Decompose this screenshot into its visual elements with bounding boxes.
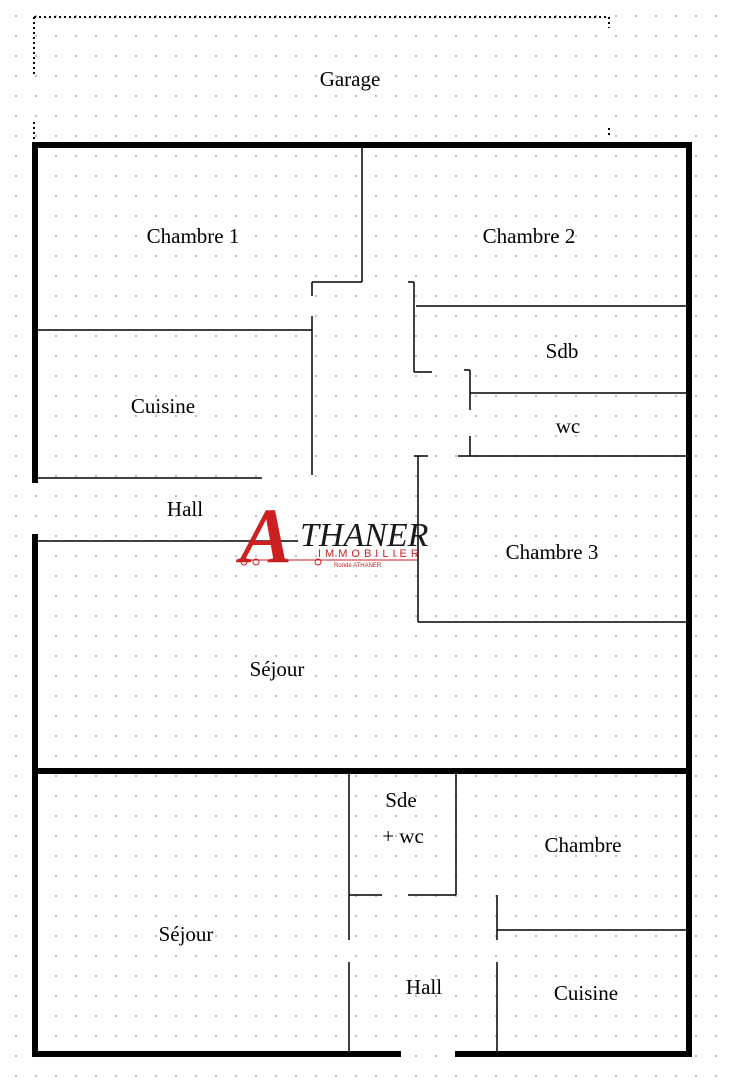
interior-walls	[38, 145, 686, 1051]
label-cuisine-lower: Cuisine	[554, 981, 618, 1005]
label-sde-wc: + wc	[382, 824, 424, 848]
label-cuisine-upper: Cuisine	[131, 394, 195, 418]
label-sdb: Sdb	[546, 339, 579, 363]
label-hall-upper: Hall	[167, 497, 203, 521]
label-sejour-lower: Séjour	[159, 922, 214, 946]
logo-dot-icon	[314, 558, 322, 566]
label-sejour-upper: Séjour	[250, 657, 305, 681]
logo-dot-icon	[252, 558, 260, 566]
athaner-logo: A THANER IMMOBILIER Ronde ATHANER	[235, 492, 429, 579]
label-chambre-3: Chambre 3	[506, 540, 599, 564]
logo-dot-icon	[240, 558, 248, 566]
label-chambre-lower: Chambre	[545, 833, 622, 857]
logo-tagline: IMMOBILIER	[318, 548, 423, 560]
garage-outline	[33, 16, 610, 142]
logo-small-text: Ronde ATHANER	[334, 563, 382, 569]
logo-wordmark: THANER	[300, 517, 429, 554]
logo-initial: A	[235, 492, 292, 579]
label-sde: Sde	[385, 788, 417, 812]
label-chambre-2: Chambre 2	[483, 224, 576, 248]
label-garage: Garage	[320, 67, 381, 91]
label-chambre-1: Chambre 1	[147, 224, 240, 248]
label-hall-lower: Hall	[406, 975, 442, 999]
label-wc: wc	[556, 414, 581, 438]
